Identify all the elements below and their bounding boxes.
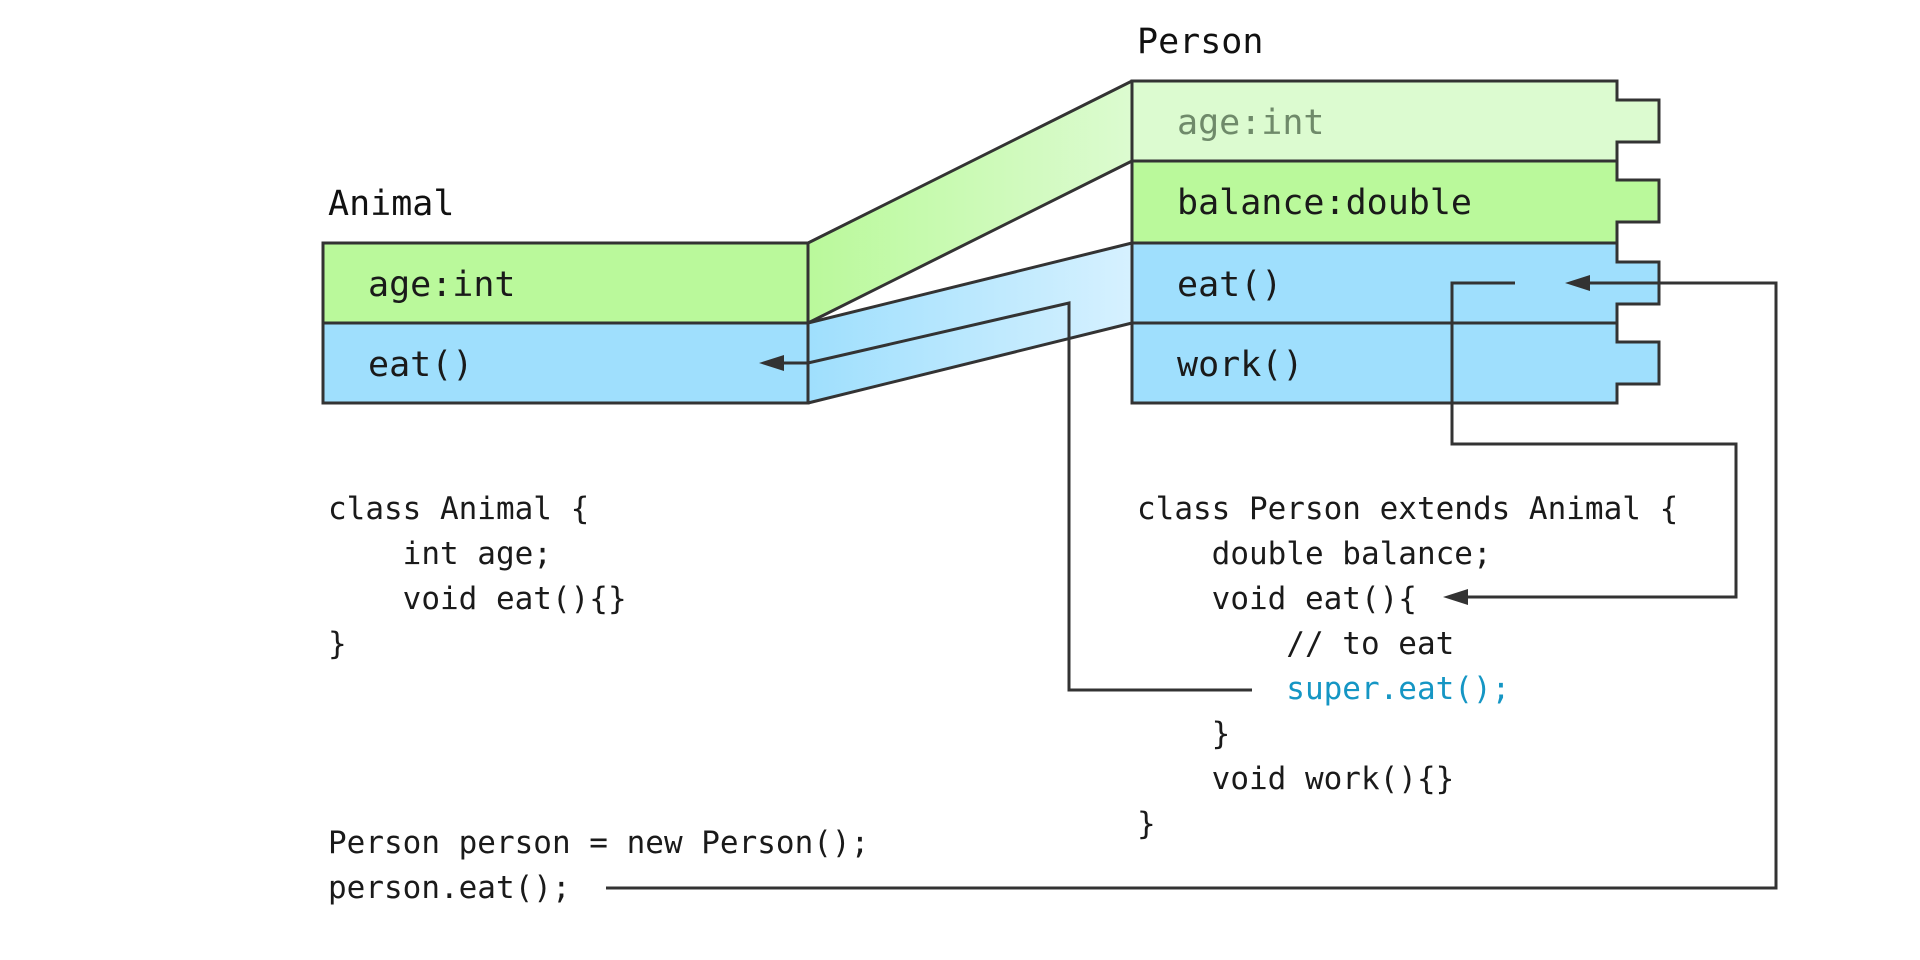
call-arrow-super-eat [759, 301, 1252, 692]
call-arrow-eat-to-code [1443, 281, 1738, 605]
code-line: double balance; [1137, 536, 1492, 572]
connector-outlines [807, 79, 1133, 405]
person-work-row [1130, 321, 1661, 405]
code-line: } [1137, 716, 1230, 752]
code-line: // to eat [1137, 626, 1454, 662]
main-code-block: Person person = new Person(); person.eat… [328, 825, 869, 906]
call-arrow-person-eat [606, 275, 1778, 890]
code-line: class Animal { [328, 491, 589, 527]
eat-method-connector [808, 243, 1132, 403]
code-line: void eat(){} [328, 581, 627, 617]
code-line: int age; [328, 536, 552, 572]
animal-class-title: Animal [328, 184, 454, 224]
arrow-head [759, 355, 784, 371]
age-field-connector [808, 81, 1132, 323]
person-class-title: Person [1137, 22, 1263, 62]
person-method-work: work() [1177, 345, 1303, 385]
code-line: class Person extends Animal { [1137, 491, 1678, 527]
person-method-eat: eat() [1177, 265, 1282, 305]
code-line: } [1137, 806, 1156, 842]
person-field-balance: balance:double [1177, 183, 1472, 223]
animal-eat-row [321, 321, 810, 405]
code-line: void work(){} [1137, 761, 1454, 797]
person-field-age-inherited: age:int [1177, 103, 1325, 143]
person-eat-call: person.eat(); [328, 870, 571, 906]
animal-code-block: class Animal { int age; void eat(){} } [328, 491, 627, 662]
arrow-head [1443, 589, 1468, 605]
code-line: } [328, 626, 347, 662]
animal-field-age: age:int [368, 265, 516, 305]
code-line: Person person = new Person(); [328, 825, 869, 861]
arrow-head [1565, 275, 1590, 291]
animal-class-block: age:int eat() [321, 241, 810, 405]
person-class-block: age:int balance:double eat() work() [1130, 79, 1661, 405]
code-line: void eat(){ [1137, 581, 1417, 617]
animal-method-eat: eat() [368, 345, 473, 385]
person-code-block: class Person extends Animal { double bal… [1137, 491, 1678, 842]
